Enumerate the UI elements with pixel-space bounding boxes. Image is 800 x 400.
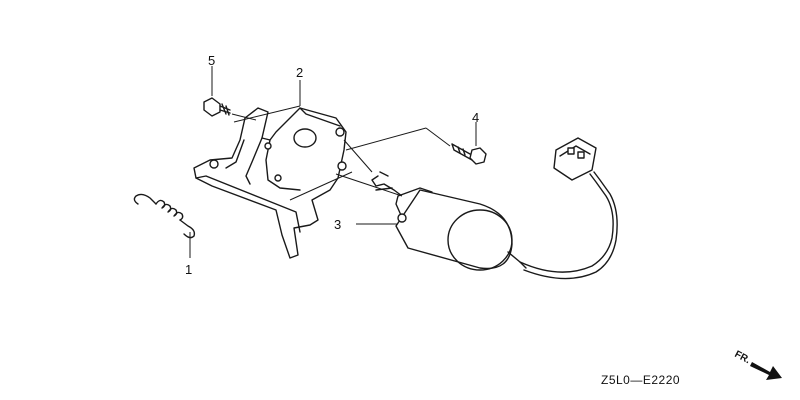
front-direction-indicator: FR. [733, 349, 782, 380]
solenoid-part [356, 137, 618, 280]
screw-part [203, 66, 231, 117]
front-arrow-icon [750, 362, 782, 380]
callout-5: 5 [208, 53, 215, 68]
connector [553, 137, 597, 181]
diagram-code: Z5L0—E2220 [601, 373, 680, 387]
callout-1: 1 [185, 262, 192, 277]
front-label: FR. [733, 349, 753, 366]
callout-3: 3 [334, 217, 341, 232]
assembly-guide-lines [231, 113, 451, 201]
bolt-part [451, 122, 487, 165]
bracket-part [193, 80, 347, 259]
spring-part [133, 193, 196, 258]
callout-4: 4 [472, 110, 479, 125]
callout-2: 2 [296, 65, 303, 80]
